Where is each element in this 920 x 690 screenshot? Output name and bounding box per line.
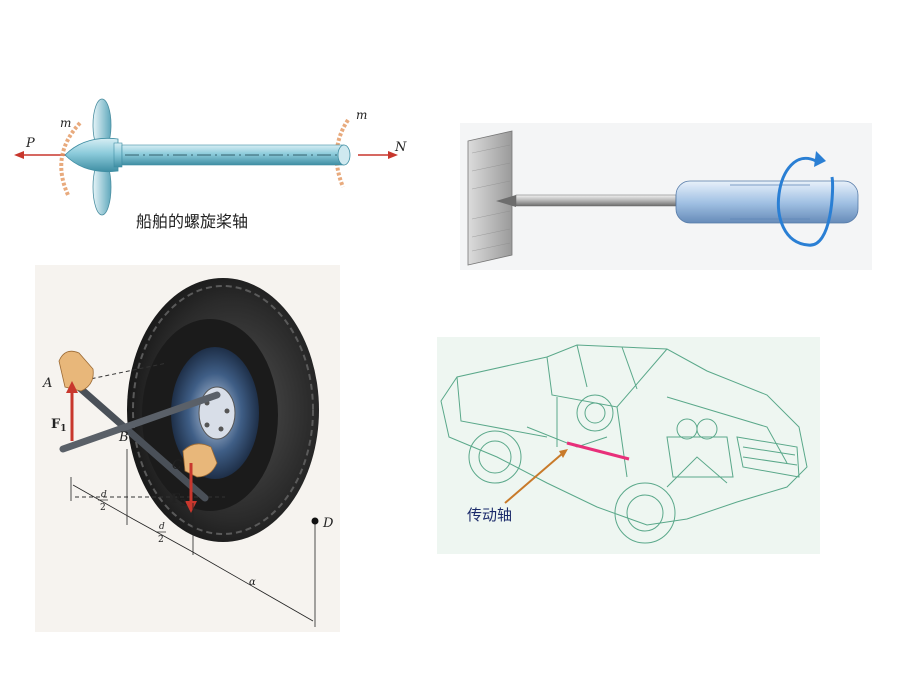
propeller-caption: 船舶的螺旋桨轴 bbox=[136, 212, 248, 231]
point-d-marker bbox=[311, 517, 319, 525]
rotation-arrow bbox=[776, 156, 835, 247]
dim-alpha: α bbox=[249, 577, 256, 588]
force-arrow-f1 bbox=[66, 381, 78, 441]
dim-half-den-1: 2 bbox=[100, 503, 106, 513]
wheel-wrench-figure: A B C D F1 F2 d 2 d 2 α bbox=[35, 265, 340, 632]
dim-half-num-2: d bbox=[159, 522, 165, 532]
propeller-shaft-figure: P N m m 船舶的螺旋桨轴 bbox=[10, 95, 425, 245]
label-point-d: D bbox=[322, 516, 334, 531]
dim-half-num-1: d bbox=[101, 490, 107, 500]
moment-arc-right bbox=[334, 118, 350, 188]
label-point-a: A bbox=[42, 376, 52, 391]
force-label-p: P bbox=[25, 136, 35, 151]
force-arrow-n bbox=[358, 151, 398, 159]
wrench-bar-2 bbox=[59, 391, 221, 453]
driveshaft-pointer bbox=[504, 452, 564, 504]
label-point-c: C bbox=[172, 458, 182, 473]
screwdriver-tip bbox=[496, 195, 516, 207]
propeller-hub bbox=[64, 137, 119, 173]
rear-wheel bbox=[468, 430, 522, 484]
wood-board bbox=[467, 130, 513, 266]
label-force-f1: F1 bbox=[51, 417, 67, 434]
screwdriver-handle bbox=[675, 180, 859, 224]
driveshaft-label: 传动轴 bbox=[467, 506, 512, 524]
dim-half-den-2: 2 bbox=[158, 535, 164, 545]
label-point-b: B bbox=[118, 430, 129, 445]
screwdriver-rod bbox=[515, 194, 677, 207]
car-driveshaft-figure: 传动轴 bbox=[437, 337, 820, 554]
hand-a bbox=[58, 350, 94, 392]
moment-label-left: m bbox=[60, 116, 71, 130]
force-arrow-f2 bbox=[185, 463, 197, 513]
force-label-n: N bbox=[394, 140, 407, 155]
driveshaft-highlight bbox=[566, 441, 630, 461]
front-wheel bbox=[614, 482, 676, 544]
moment-label-right: m bbox=[356, 108, 367, 122]
wrench-bar-1 bbox=[69, 378, 209, 502]
screwdriver-figure bbox=[460, 123, 872, 270]
label-force-f2: F2 bbox=[171, 492, 187, 509]
car-body-outline bbox=[440, 344, 808, 526]
spare-wheel bbox=[576, 394, 614, 432]
